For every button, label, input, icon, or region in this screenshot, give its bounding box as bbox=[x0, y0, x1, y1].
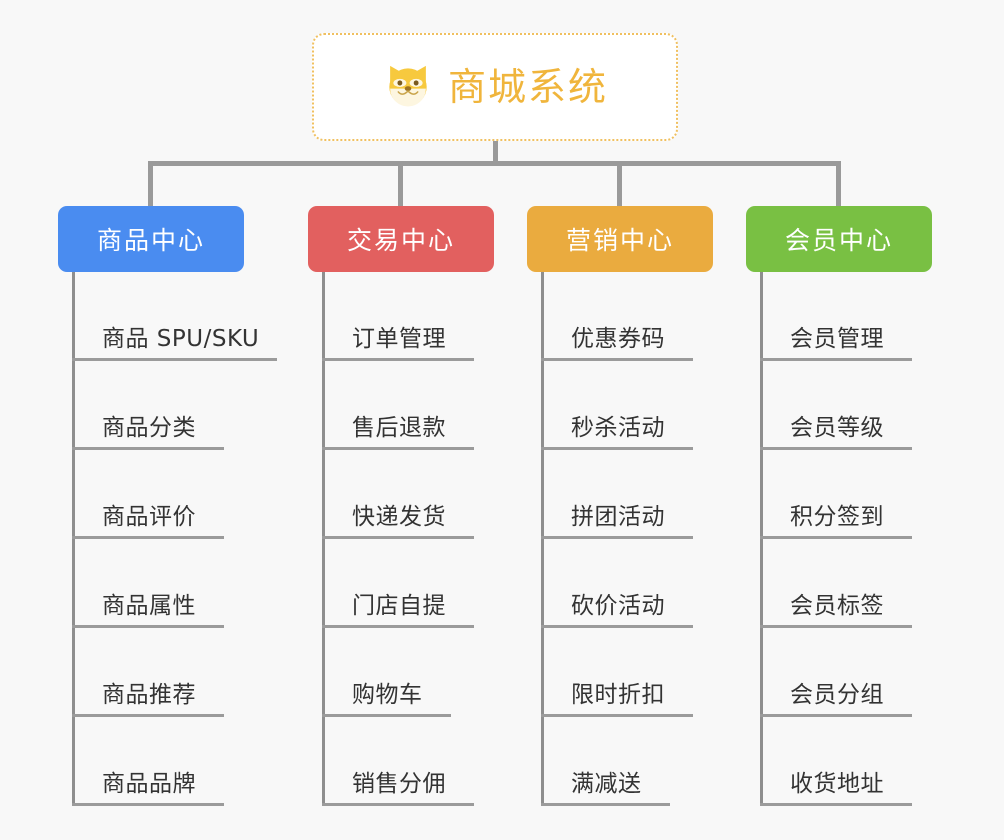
leaf-underline bbox=[72, 714, 224, 717]
category-header-label: 交易中心 bbox=[346, 226, 455, 255]
leaf-item-label: 会员标签 bbox=[790, 592, 884, 619]
leaf-underline bbox=[760, 447, 912, 450]
column-spine bbox=[541, 272, 544, 806]
leaf-item[interactable]: 砍价活动 bbox=[541, 539, 693, 628]
leaf-underline bbox=[322, 714, 451, 717]
leaf-item-label: 商品 SPU/SKU bbox=[102, 325, 260, 352]
category-header-营销中心[interactable]: 营销中心 bbox=[527, 206, 713, 272]
leaf-item-label: 商品评价 bbox=[102, 503, 196, 530]
leaf-item-label: 订单管理 bbox=[352, 325, 446, 352]
leaf-item-label: 收货地址 bbox=[790, 770, 884, 797]
leaf-underline bbox=[541, 803, 670, 806]
leaf-column-会员中心: 会员管理 会员等级 积分签到 会员标签 会员分组 收货地址 bbox=[760, 272, 912, 806]
leaf-item-label: 会员等级 bbox=[790, 414, 884, 441]
leaf-item-label: 商品分类 bbox=[102, 414, 196, 441]
leaf-item[interactable]: 商品 SPU/SKU bbox=[72, 272, 277, 361]
leaf-item[interactable]: 订单管理 bbox=[322, 272, 474, 361]
leaf-item[interactable]: 销售分佣 bbox=[322, 717, 474, 806]
leaf-item[interactable]: 快递发货 bbox=[322, 450, 474, 539]
leaf-item-label: 满减送 bbox=[571, 770, 642, 797]
leaf-item-label: 快递发货 bbox=[352, 503, 446, 530]
leaf-item-label: 商品推荐 bbox=[102, 681, 196, 708]
leaf-item[interactable]: 商品评价 bbox=[72, 450, 259, 539]
leaf-underline bbox=[72, 447, 224, 450]
leaf-column-营销中心: 优惠券码 秒杀活动 拼团活动 砍价活动 限时折扣 满减送 bbox=[541, 272, 693, 806]
leaf-underline bbox=[760, 803, 912, 806]
leaf-item[interactable]: 积分签到 bbox=[760, 450, 912, 539]
connector-root-drop bbox=[493, 141, 498, 165]
leaf-underline bbox=[72, 625, 224, 628]
leaf-item[interactable]: 满减送 bbox=[541, 717, 670, 806]
leaf-item[interactable]: 限时折扣 bbox=[541, 628, 693, 717]
connector-drop-3 bbox=[617, 161, 622, 207]
leaf-item[interactable]: 会员等级 bbox=[760, 361, 912, 450]
connector-drop-2 bbox=[398, 161, 403, 207]
leaf-column-交易中心: 订单管理 售后退款 快递发货 门店自提 购物车 销售分佣 bbox=[322, 272, 474, 806]
shiba-dog-icon bbox=[389, 65, 427, 107]
leaf-item[interactable]: 拼团活动 bbox=[541, 450, 693, 539]
leaf-underline bbox=[72, 536, 224, 539]
leaf-item[interactable]: 商品分类 bbox=[72, 361, 259, 450]
leaf-underline bbox=[760, 358, 912, 361]
leaf-item[interactable]: 商品品牌 bbox=[72, 717, 259, 806]
leaf-underline bbox=[760, 714, 912, 717]
category-header-label: 商品中心 bbox=[96, 226, 205, 255]
leaf-item-label: 售后退款 bbox=[352, 414, 446, 441]
root-node[interactable]: 商城系统 bbox=[312, 33, 678, 141]
leaf-item[interactable]: 门店自提 bbox=[322, 539, 474, 628]
category-header-会员中心[interactable]: 会员中心 bbox=[746, 206, 932, 272]
leaf-item-label: 购物车 bbox=[352, 681, 423, 708]
leaf-item[interactable]: 购物车 bbox=[322, 628, 451, 717]
leaf-underline bbox=[760, 536, 912, 539]
category-header-label: 营销中心 bbox=[565, 226, 674, 255]
category-header-交易中心[interactable]: 交易中心 bbox=[308, 206, 494, 272]
leaf-underline bbox=[72, 803, 224, 806]
leaf-item-label: 秒杀活动 bbox=[571, 414, 665, 441]
leaf-underline bbox=[541, 536, 693, 539]
leaf-item[interactable]: 优惠券码 bbox=[541, 272, 693, 361]
leaf-item[interactable]: 会员分组 bbox=[760, 628, 912, 717]
leaf-item-label: 积分签到 bbox=[790, 503, 884, 530]
column-spine bbox=[322, 272, 325, 806]
leaf-item[interactable]: 收货地址 bbox=[760, 717, 912, 806]
category-header-label: 会员中心 bbox=[784, 226, 893, 255]
leaf-item[interactable]: 会员标签 bbox=[760, 539, 912, 628]
leaf-underline bbox=[541, 714, 693, 717]
leaf-underline bbox=[760, 625, 912, 628]
connector-horizontal-bus bbox=[148, 161, 841, 166]
leaf-underline bbox=[322, 358, 474, 361]
leaf-item-label: 销售分佣 bbox=[352, 770, 446, 797]
leaf-underline bbox=[541, 625, 693, 628]
leaf-underline bbox=[322, 536, 474, 539]
leaf-item[interactable]: 会员管理 bbox=[760, 272, 912, 361]
leaf-item-label: 优惠券码 bbox=[571, 325, 665, 352]
column-spine bbox=[760, 272, 763, 806]
leaf-item-label: 商品属性 bbox=[102, 592, 196, 619]
leaf-underline bbox=[541, 358, 693, 361]
connector-drop-4 bbox=[836, 161, 841, 207]
leaf-underline bbox=[322, 625, 474, 628]
leaf-item-label: 会员管理 bbox=[790, 325, 884, 352]
leaf-underline bbox=[72, 358, 277, 361]
leaf-underline bbox=[322, 447, 474, 450]
leaf-item-label: 门店自提 bbox=[352, 592, 446, 619]
leaf-underline bbox=[541, 447, 693, 450]
leaf-item-label: 商品品牌 bbox=[102, 770, 196, 797]
category-header-商品中心[interactable]: 商品中心 bbox=[58, 206, 244, 272]
leaf-item[interactable]: 售后退款 bbox=[322, 361, 474, 450]
leaf-underline bbox=[322, 803, 474, 806]
leaf-item[interactable]: 商品推荐 bbox=[72, 628, 259, 717]
root-title: 商城系统 bbox=[447, 65, 608, 109]
leaf-item[interactable]: 秒杀活动 bbox=[541, 361, 693, 450]
column-spine bbox=[72, 272, 75, 806]
leaf-item[interactable]: 商品属性 bbox=[72, 539, 259, 628]
connector-drop-1 bbox=[148, 161, 153, 207]
leaf-column-商品中心: 商品 SPU/SKU 商品分类 商品评价 商品属性 商品推荐 商品品牌 bbox=[72, 272, 277, 806]
leaf-item-label: 砍价活动 bbox=[571, 592, 665, 619]
leaf-item-label: 限时折扣 bbox=[571, 681, 665, 708]
leaf-item-label: 会员分组 bbox=[790, 681, 884, 708]
leaf-item-label: 拼团活动 bbox=[571, 503, 665, 530]
